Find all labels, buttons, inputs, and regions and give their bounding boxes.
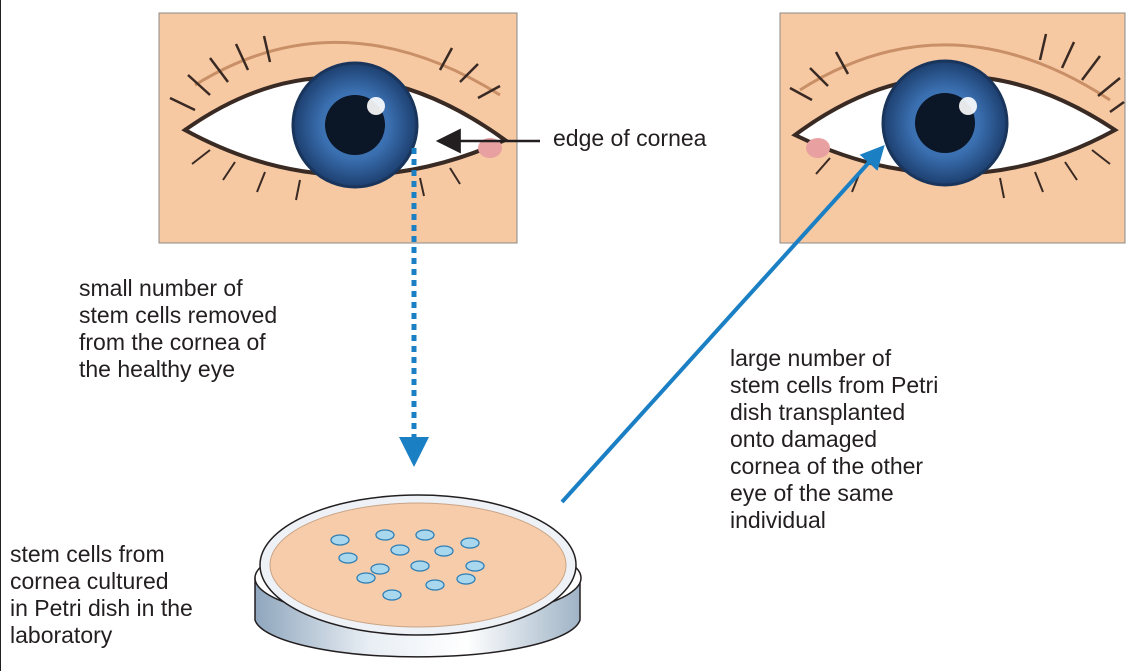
- stem-cells-transplanted-label: large number of stem cells from Petri di…: [730, 345, 938, 534]
- stem-cell: [416, 530, 434, 540]
- stem-cell: [391, 545, 409, 555]
- stem-cell: [411, 561, 429, 571]
- damaged-eye-panel: [780, 13, 1125, 243]
- stem-cells-cultured-label: stem cells from cornea cultured in Petri…: [10, 541, 193, 649]
- stem-cell: [376, 530, 394, 540]
- stem-cell: [371, 564, 389, 574]
- petri-dish-icon: [255, 495, 581, 657]
- stem-cell: [339, 553, 357, 563]
- stem-cell: [466, 561, 484, 571]
- edge-of-cornea-label: edge of cornea: [553, 125, 706, 152]
- stem-cell: [426, 580, 444, 590]
- stem-cell: [331, 535, 349, 545]
- stem-cells-removed-label: small number of stem cells removed from …: [79, 275, 277, 383]
- stem-cell: [435, 546, 453, 556]
- healthy-eye-panel: [159, 13, 517, 243]
- stem-cell: [383, 590, 401, 600]
- stem-cell: [461, 538, 479, 548]
- stem-cell: [357, 573, 375, 583]
- stem-cell: [457, 574, 475, 584]
